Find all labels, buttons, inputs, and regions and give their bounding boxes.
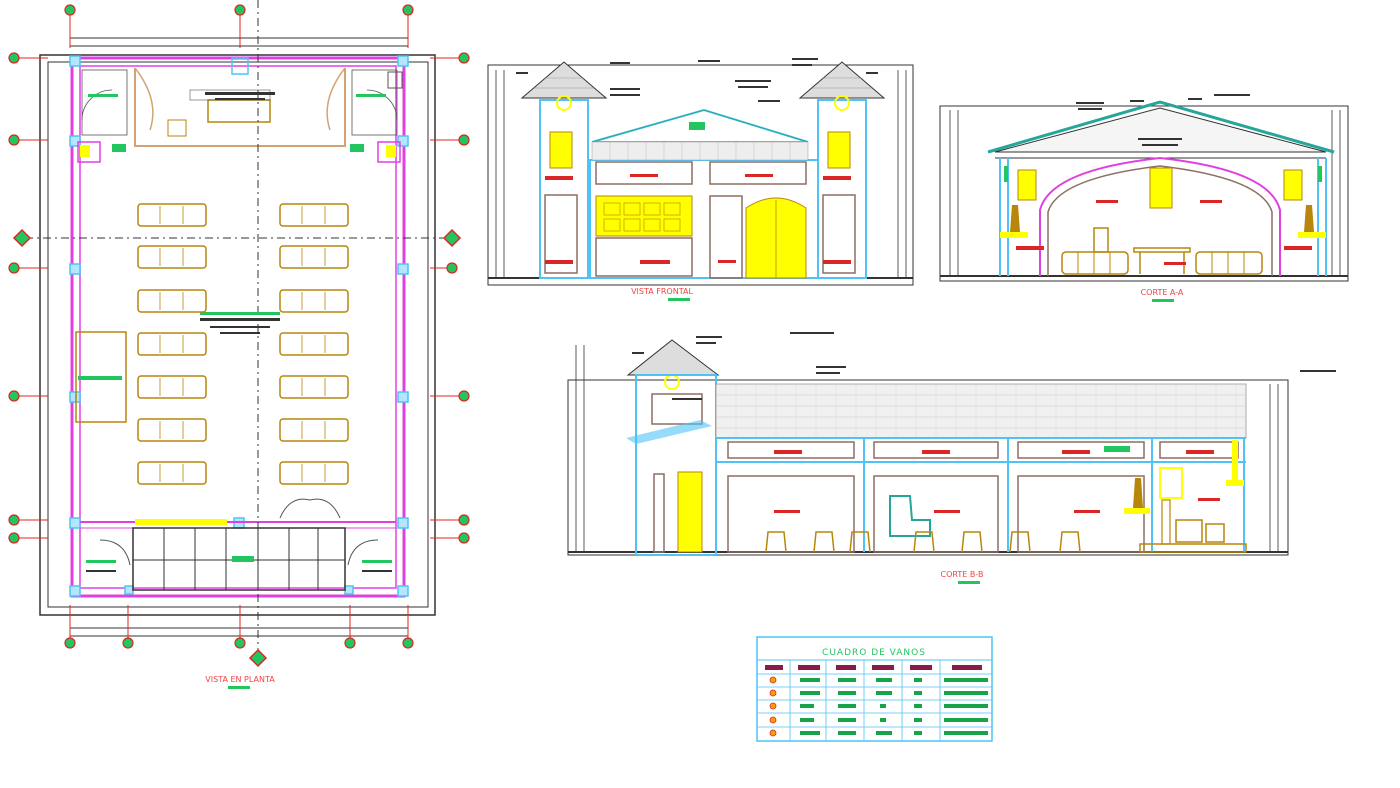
openings-schedule: CUADRO DE VANOS [756,636,993,742]
plan-title: VISTA EN PLANTA [205,675,275,684]
plan-title-bar [228,686,250,689]
pews [137,203,349,485]
front-title-bar [668,298,690,301]
section-a-title-bar [1152,299,1174,302]
section-b-title-bar [958,581,980,584]
plan-view: VISTA EN PLANTA [8,0,470,689]
section-a-a: CORTE A-A [939,94,1349,302]
front-elevation: VISTA FRONTAL [487,58,914,301]
section-b-b: CORTE B-B [567,332,1336,584]
section-b-title: CORTE B-B [941,570,984,579]
section-a-title: CORTE A-A [1141,288,1184,297]
schedule-title: CUADRO DE VANOS [822,648,926,658]
front-elevation-title: VISTA FRONTAL [631,287,693,296]
